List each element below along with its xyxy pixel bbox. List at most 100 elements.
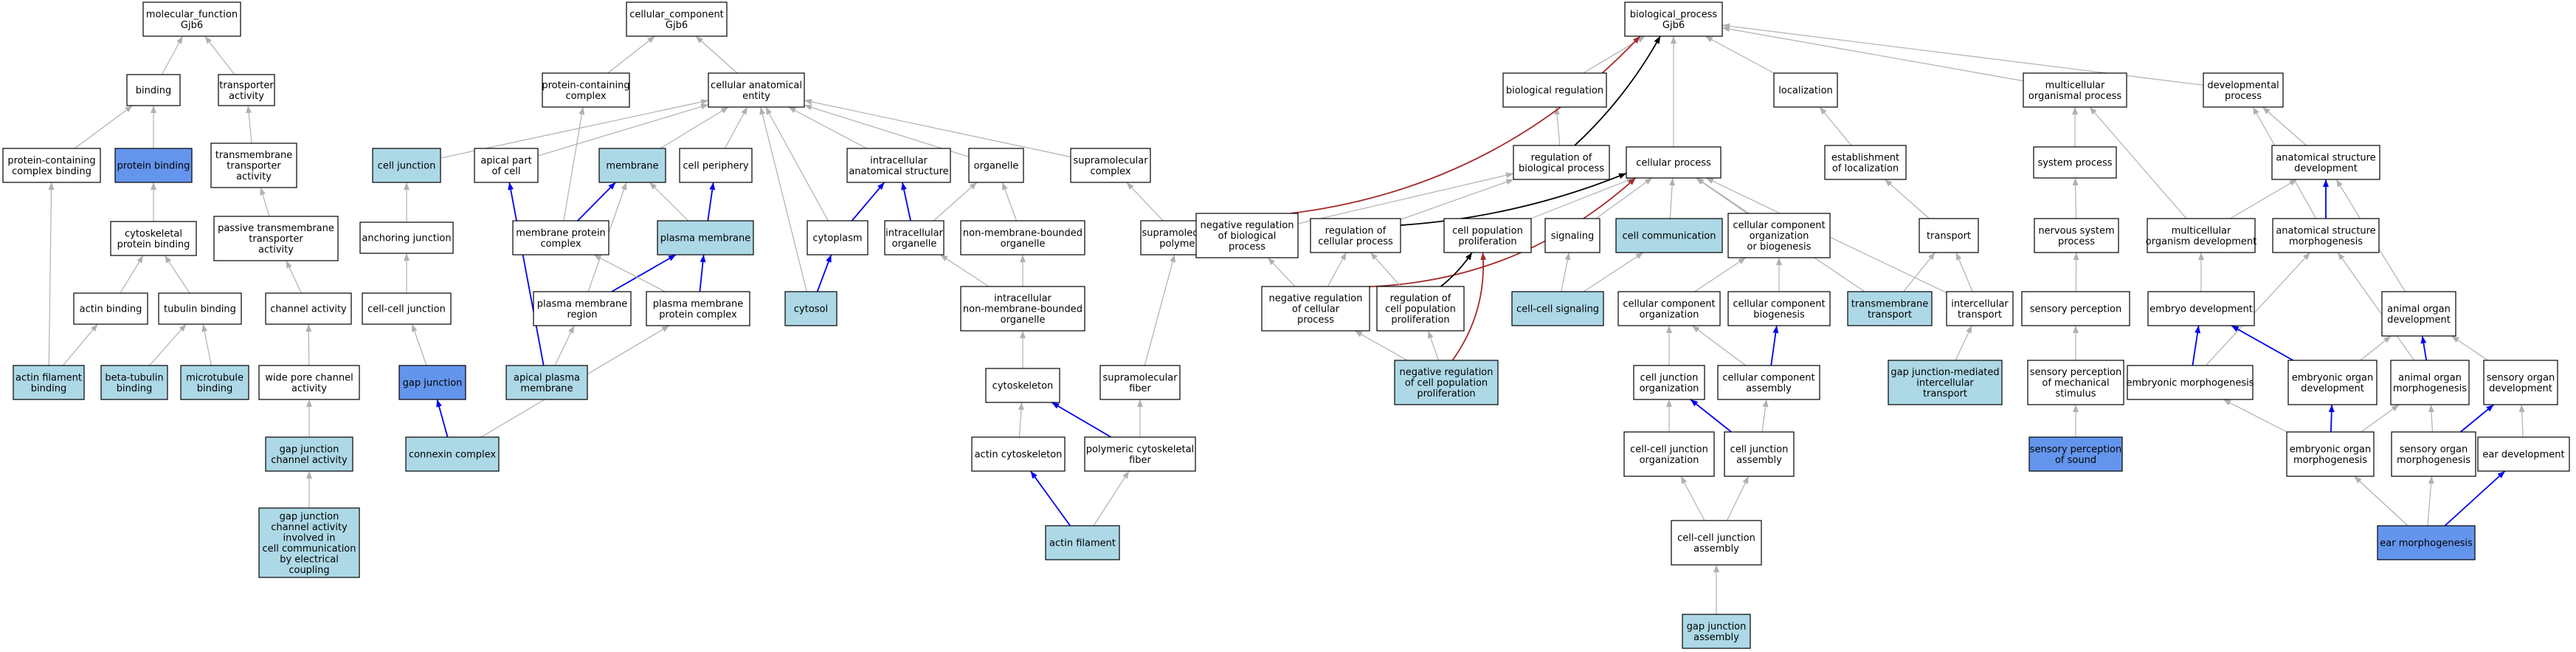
go-term-node-gjmit[interactable]: gap junction-mediatedintercellulartransp…: [1888, 360, 2003, 405]
go-term-node-cellperiph[interactable]: cell periphery: [679, 148, 753, 183]
go-term-node-sysproc[interactable]: system process: [2033, 146, 2117, 179]
go-term-node-tubbind[interactable]: tubulin binding: [158, 292, 242, 325]
go-term-node-cytoplasm[interactable]: cytoplasm: [807, 220, 869, 255]
edge-part-of-pm-to-cellperiph: [707, 182, 716, 222]
go-term-node-cytoskel[interactable]: cytoskeleton: [985, 368, 1060, 403]
go-term-node-membrane[interactable]: membrane: [598, 148, 666, 183]
go-term-label-line: of sound: [2055, 455, 2096, 466]
go-term-label-line: microtubule: [186, 372, 244, 383]
go-term-node-bioreg[interactable]: biological regulation: [1502, 72, 1607, 108]
go-term-node-transport[interactable]: transport: [1919, 218, 1979, 253]
go-term-node-chanact[interactable]: channel activity: [265, 292, 352, 325]
go-term-node-embdev[interactable]: embryo development: [2147, 291, 2255, 326]
go-term-node-gapjunc[interactable]: gap junction: [398, 365, 466, 400]
go-term-box: [1511, 291, 1604, 326]
go-term-node-eardev[interactable]: ear development: [2477, 436, 2570, 472]
go-term-node-cellcomm[interactable]: cell communication: [1615, 218, 1723, 253]
go-term-node-earmorph[interactable]: ear morphogenesis: [2377, 525, 2476, 560]
go-term-node-cytosol[interactable]: cytosol: [784, 291, 838, 326]
go-term-node-ccjunc[interactable]: cell-cell junction: [362, 292, 452, 325]
go-term-node-sensperc[interactable]: sensory perception: [2021, 291, 2130, 326]
go-term-node-cellproc[interactable]: cellular process: [1626, 146, 1722, 179]
go-term-node-ccsig[interactable]: cell-cell signaling: [1511, 291, 1604, 326]
go-term-node-connexin[interactable]: connexin complex: [405, 436, 500, 472]
go-term-node-binding[interactable]: binding: [126, 74, 181, 106]
go-term-node-localization[interactable]: localization: [1773, 72, 1838, 108]
go-term-node-celljunc[interactable]: cell junction: [372, 148, 441, 183]
go-term-label-line: biological_process: [1630, 9, 1718, 20]
go-term-label-line: intracellular: [885, 227, 943, 239]
go-term-node-embmorph[interactable]: embryonic morphogenesis: [2126, 365, 2254, 400]
go-term-node-actinbind[interactable]: actin binding: [73, 292, 148, 325]
go-term-node-signaling[interactable]: signaling: [1544, 218, 1600, 253]
go-term-node-actincsk[interactable]: actin cytoskeleton: [971, 436, 1066, 472]
go-term-node-pm[interactable]: plasma membrane: [657, 220, 754, 255]
go-term-node-protbind[interactable]: protein binding: [114, 148, 193, 183]
go-term-node-inmbo[interactable]: intracellularnon-membrane-boundedorganel…: [960, 286, 1085, 332]
go-term-node-actinfil[interactable]: actin filament: [1045, 525, 1120, 560]
go-term-node-organelle[interactable]: organelle: [968, 148, 1024, 183]
go-term-node-anchjunc[interactable]: anchoring junction: [359, 222, 454, 254]
